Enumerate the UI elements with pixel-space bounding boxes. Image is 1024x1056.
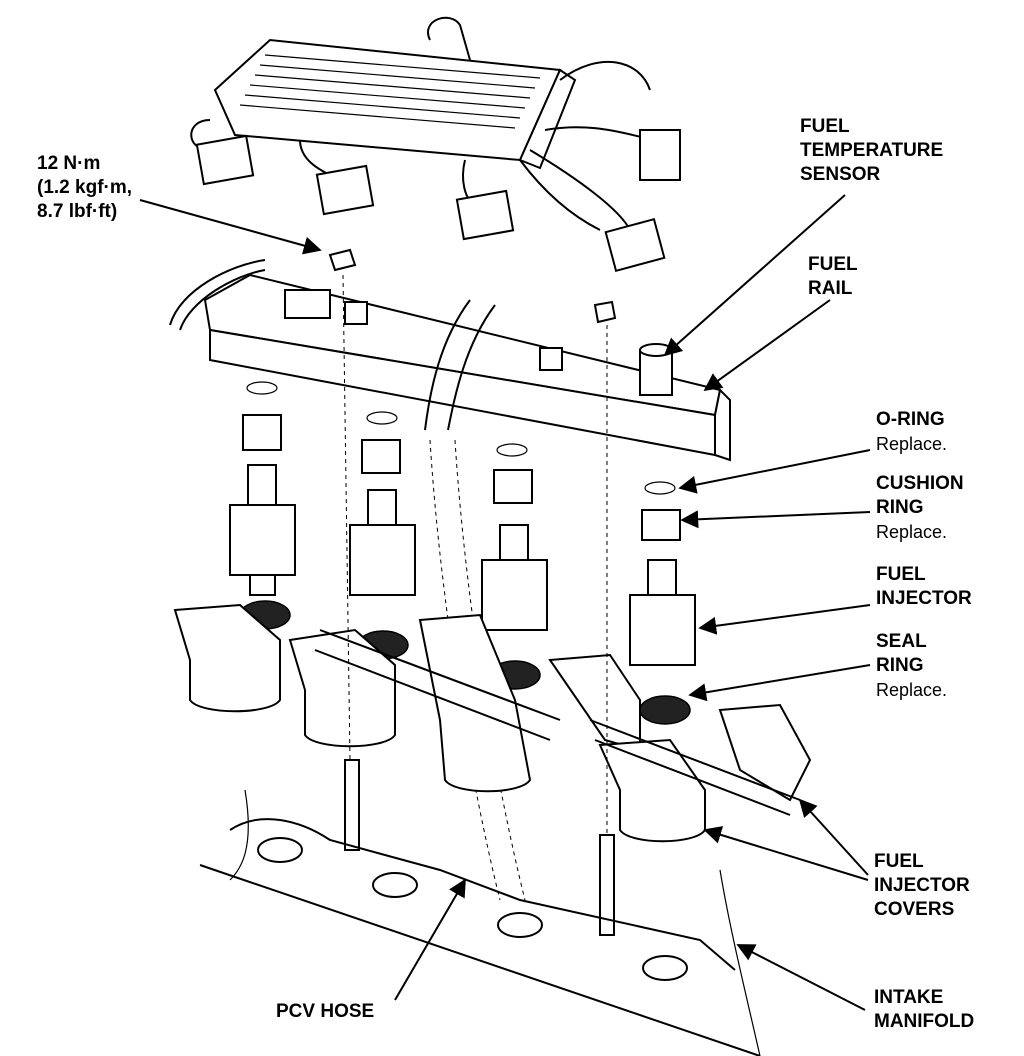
wire-harness (190, 16, 681, 273)
seal-ring-label: SEAL RING Replace. (876, 630, 947, 702)
cushion-ring-line-1: CUSHION (876, 473, 964, 494)
torque-line-3: 8.7 lbf·ft) (37, 201, 118, 222)
injector-stacks (229, 381, 696, 725)
seal-ring-line-1: SEAL (876, 631, 927, 652)
leader-lines (139, 194, 871, 1011)
cushion-ring-note: Replace. (876, 522, 948, 542)
injector-covers-line-3: COVERS (874, 899, 955, 920)
o-ring-line-1: O-RING (876, 409, 945, 430)
injector-covers (173, 603, 812, 843)
pcv-hose-label: PCV HOSE (276, 1000, 374, 1024)
fuel-rail (169, 259, 731, 462)
cushion-ring-label: CUSHION RING Replace. (876, 472, 964, 544)
fuel-rail-label: FUEL RAIL (808, 253, 858, 301)
fuel-rail-line-1: FUEL (808, 254, 858, 275)
fuel-temp-sensor-line-3: SENSOR (800, 164, 881, 185)
torque-line-2: (1.2 kgf·m, (37, 177, 133, 198)
injector-covers-line-1: FUEL (874, 851, 924, 872)
intake-manifold-line-2: MANIFOLD (874, 1011, 975, 1032)
seal-ring-note: Replace. (876, 680, 948, 700)
pcv-hose (424, 299, 526, 901)
bolts (328, 248, 617, 936)
intake-manifold-label: INTAKE MANIFOLD (874, 986, 974, 1034)
fuel-injector-line-1: FUEL (876, 564, 926, 585)
o-ring-label: O-RING Replace. (876, 408, 947, 456)
injector-covers-line-2: INJECTOR (874, 875, 970, 896)
fuel-temp-sensor-line-2: TEMPERATURE (800, 140, 944, 161)
o-ring-note: Replace. (876, 434, 948, 454)
fuel-injector-label: FUEL INJECTOR (876, 563, 972, 611)
fuel-temp-sensor-label: FUEL TEMPERATURE SENSOR (800, 115, 943, 187)
injector-covers-label: FUEL INJECTOR COVERS (874, 850, 970, 922)
intake-manifold-shape (199, 789, 761, 1056)
pcv-hose-line-1: PCV HOSE (276, 1001, 375, 1022)
torque-line-1: 12 N·m (37, 153, 101, 174)
cushion-ring-line-2: RING (876, 497, 924, 518)
fuel-temp-sensor-line-1: FUEL (800, 116, 850, 137)
seal-ring-line-2: RING (876, 655, 924, 676)
torque-label: 12 N·m (1.2 kgf·m, 8.7 lbf·ft) (37, 152, 132, 224)
fuel-rail-line-2: RAIL (808, 278, 853, 299)
fuel-injector-line-2: INJECTOR (876, 588, 972, 609)
intake-manifold-line-1: INTAKE (874, 987, 944, 1008)
centerlines (342, 274, 608, 835)
